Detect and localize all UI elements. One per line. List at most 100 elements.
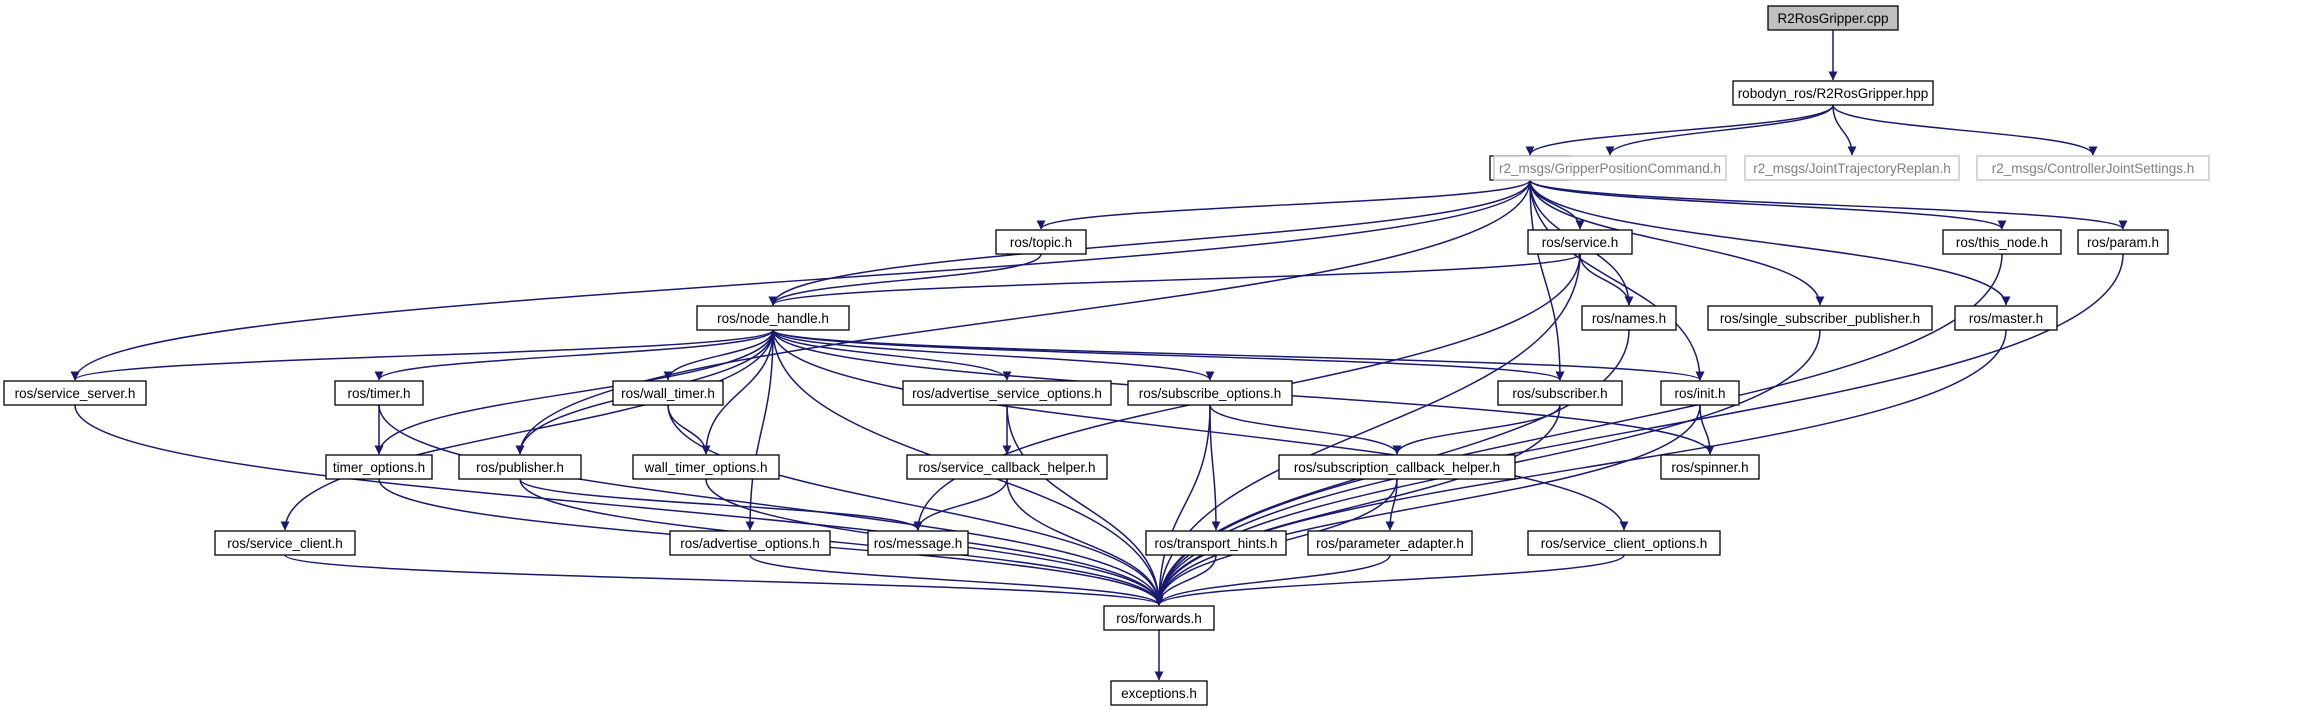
- node-label: timer_options.h: [333, 460, 425, 475]
- node-label: ros/names.h: [1592, 311, 1666, 326]
- edge-ros_h-to-node_handle: [768, 179, 1531, 306]
- edge-subscriber-to-subcb: [1392, 404, 1561, 455]
- edge-subopts-to-forwards: [1154, 404, 1211, 606]
- node-label: ros/service_client_options.h: [1541, 536, 1708, 551]
- node-service_server[interactable]: ros/service_server.h: [3, 380, 147, 406]
- edge-ros_h-to-init: [1529, 179, 1705, 381]
- node-label: ros/advertise_options.h: [680, 536, 820, 551]
- node-param_adapter[interactable]: ros/parameter_adapter.h: [1307, 530, 1473, 556]
- edge-service-to-node_handle: [768, 253, 1581, 306]
- edge-ros_h-to-param: [1529, 179, 2128, 230]
- node-service[interactable]: ros/service.h: [1527, 229, 1633, 255]
- node-box: [612, 380, 724, 406]
- node-timer[interactable]: ros/timer.h: [334, 380, 424, 406]
- node-box: [1278, 454, 1516, 480]
- node-param[interactable]: ros/param.h: [2077, 229, 2169, 255]
- node-timer_opts[interactable]: timer_options.h: [325, 454, 433, 480]
- edge-subopts-to-subcb: [1209, 404, 1402, 455]
- node-box: [1497, 380, 1623, 406]
- node-label: ros/forwards.h: [1116, 611, 1202, 626]
- edge-node_handle-to-aso: [772, 329, 1012, 381]
- node-label: ros/topic.h: [1010, 235, 1072, 250]
- node-layer: R2RosGripper.cpp robodyn_ros/R2RosGripper…: [3, 5, 2210, 706]
- node-label: ros/advertise_service_options.h: [912, 386, 1102, 401]
- edge-ros_h-to-service_server: [70, 179, 1531, 381]
- edge-sch-to-forwards: [1006, 478, 1164, 606]
- node-label: ros/subscriber.h: [1512, 386, 1607, 401]
- node-names[interactable]: ros/names.h: [1581, 305, 1677, 331]
- node-publisher[interactable]: ros/publisher.h: [458, 454, 582, 480]
- node-label: ros/timer.h: [347, 386, 410, 401]
- node-sch[interactable]: ros/service_callback_helper.h: [906, 454, 1108, 480]
- node-box: [1660, 454, 1760, 480]
- node-box: [902, 380, 1112, 406]
- node-sco[interactable]: ros/service_client_options.h: [1527, 530, 1721, 556]
- edge-subopts-to-transport_hints: [1209, 404, 1221, 531]
- node-exceptions[interactable]: exceptions.h: [1110, 680, 1208, 706]
- node-ssp[interactable]: ros/single_subscriber_publisher.h: [1707, 305, 1933, 331]
- edge-node_handle-to-sco: [772, 329, 1629, 531]
- edge-ros_h-to-service: [1529, 179, 1585, 230]
- node-label: ros/master.h: [1969, 311, 2043, 326]
- node-box: [1732, 80, 1934, 106]
- edge-node_handle-to-service_server: [70, 329, 774, 381]
- node-aso[interactable]: ros/advertise_service_options.h: [902, 380, 1112, 406]
- edge-node_handle-to-subscriber: [772, 329, 1565, 381]
- edge-node_handle-to-wall_timer: [663, 329, 774, 381]
- node-box: [3, 380, 147, 406]
- node-adv_opts[interactable]: ros/advertise_options.h: [669, 530, 831, 556]
- node-jtr: r2_msgs/JointTrajectoryReplan.h: [1744, 155, 1960, 181]
- node-subcb[interactable]: ros/subscription_callback_helper.h: [1278, 454, 1516, 480]
- node-box: [867, 530, 969, 556]
- node-wt_opts[interactable]: wall_timer_options.h: [632, 454, 780, 480]
- edge-node_handle-to-service_client: [280, 329, 774, 531]
- node-message[interactable]: ros/message.h: [867, 530, 969, 556]
- node-forwards[interactable]: ros/forwards.h: [1103, 605, 1215, 631]
- edge-service-to-names: [1579, 253, 1634, 306]
- edge-gripper_hpp-to-jtr: [1832, 104, 1857, 156]
- edge-node_handle-to-timer: [374, 329, 774, 381]
- node-init[interactable]: ros/init.h: [1660, 380, 1740, 406]
- node-master[interactable]: ros/master.h: [1954, 305, 2058, 331]
- node-label: ros/param.h: [2087, 235, 2159, 250]
- node-gripper_hpp[interactable]: robodyn_ros/R2RosGripper.hpp: [1732, 80, 1934, 106]
- node-spinner[interactable]: ros/spinner.h: [1660, 454, 1760, 480]
- edge-wall_timer-to-wt_opts: [667, 404, 711, 455]
- node-box: [1581, 305, 1677, 331]
- edge-timer-to-forwards: [378, 404, 1164, 606]
- node-node_handle[interactable]: ros/node_handle.h: [696, 305, 850, 331]
- edge-init-to-forwards: [1154, 404, 1701, 606]
- node-root[interactable]: R2RosGripper.cpp: [1767, 5, 1899, 31]
- edge-layer: [70, 30, 2128, 681]
- node-label: ros/this_node.h: [1956, 235, 2048, 250]
- node-box: [1954, 305, 2058, 331]
- node-label: ros/message.h: [874, 536, 963, 551]
- edge-node_handle-to-wt_opts: [701, 329, 774, 455]
- node-label: ros/service_server.h: [15, 386, 136, 401]
- edge-publisher-to-forwards: [519, 478, 1164, 606]
- edge-ros_h-to-topic: [1036, 179, 1531, 230]
- node-label: ros/subscription_callback_helper.h: [1294, 460, 1500, 475]
- edge-sch-to-message: [913, 478, 1008, 531]
- node-label: r2_msgs/GripperPositionCommand.h: [1499, 161, 1721, 176]
- edge-ros_h-to-this_node: [1529, 179, 2007, 230]
- node-service_client[interactable]: ros/service_client.h: [214, 530, 356, 556]
- node-label: r2_msgs/JointTrajectoryReplan.h: [1753, 161, 1951, 176]
- node-wall_timer[interactable]: ros/wall_timer.h: [612, 380, 724, 406]
- node-box: [1767, 5, 1899, 31]
- node-cjs: r2_msgs/ControllerJointSettings.h: [1976, 155, 2210, 181]
- node-subscriber[interactable]: ros/subscriber.h: [1497, 380, 1623, 406]
- edge-sco-to-forwards: [1154, 554, 1625, 606]
- node-box: [1103, 605, 1215, 631]
- node-subopts[interactable]: ros/subscribe_options.h: [1127, 380, 1293, 406]
- node-topic[interactable]: ros/topic.h: [995, 229, 1087, 255]
- edge-wall_timer-to-forwards: [667, 404, 1164, 606]
- node-label: ros/service_client.h: [227, 536, 343, 551]
- node-box: [1744, 155, 1960, 181]
- node-box: [696, 305, 850, 331]
- node-this_node[interactable]: ros/this_node.h: [1942, 229, 2062, 255]
- node-label: ros/init.h: [1674, 386, 1725, 401]
- node-gpc: r2_msgs/GripperPositionCommand.h: [1493, 155, 1727, 181]
- node-transport_hints[interactable]: ros/transport_hints.h: [1145, 530, 1287, 556]
- edge-service_client-to-forwards: [284, 554, 1164, 606]
